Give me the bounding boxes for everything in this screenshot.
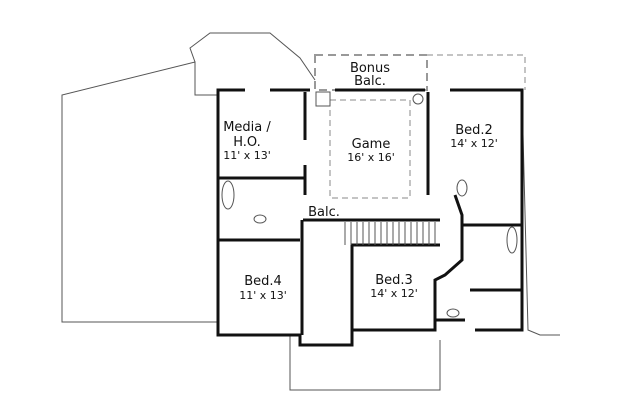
media-room-label: Media / (223, 120, 271, 135)
bed4-label: Bed.4 (244, 274, 282, 289)
column-icon (412, 93, 424, 105)
bonus-balcony-label: Bonus (350, 61, 390, 76)
bathtub-icon (506, 226, 518, 254)
sink-icon (446, 308, 460, 318)
sink-icon (253, 214, 267, 224)
media-room-label: H.O. (233, 135, 261, 150)
bed3-size: 14' x 12' (370, 287, 418, 300)
game-room-size: 16' x 16' (347, 151, 395, 164)
bed3-label: Bed.3 (375, 273, 413, 288)
site-outline (61, 32, 560, 391)
bed4-size: 11' x 13' (239, 289, 287, 302)
bed2-label: Bed.2 (455, 123, 493, 138)
toilet-icon (456, 179, 468, 197)
closet-icon (315, 91, 331, 107)
game-room-outline (329, 99, 411, 199)
bed2-size: 14' x 12' (450, 137, 498, 150)
media-room-size: 11' x 13' (223, 149, 271, 162)
bonus-balcony-label: Balc. (354, 74, 386, 89)
game-room-label: Game (352, 137, 391, 152)
staircase (344, 222, 436, 245)
bathtub-icon (221, 180, 235, 210)
balcony-label: Balc. (308, 205, 340, 220)
